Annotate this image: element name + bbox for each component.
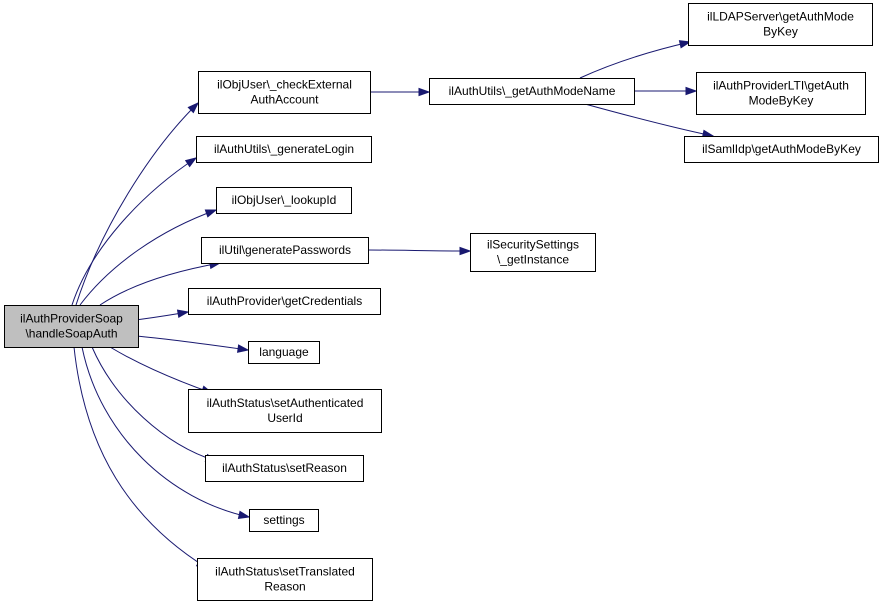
node-box (248, 341, 320, 364)
node-label-line: ilUtil\generatePasswords (219, 243, 351, 257)
node-label-line: UserId (267, 411, 302, 425)
node-label-line: ilAuthProviderSoap (20, 312, 123, 326)
edge-line (71, 157, 197, 306)
edge-getAuthModeName-to-ldapGetAuthMode (579, 40, 692, 79)
node-label-line: ilSecuritySettings (487, 238, 579, 252)
edge-line (579, 41, 691, 79)
node-language[interactable]: language (248, 341, 320, 364)
edge-line (79, 209, 217, 306)
node-samlGetAuthMode[interactable]: ilSamlIdp\getAuthModeByKey (684, 136, 879, 163)
edge-root-to-checkExternal (75, 101, 200, 306)
arrow-head (176, 309, 190, 319)
node-ltiGetAuthMode[interactable]: ilAuthProviderLTI\getAuthModeByKey (696, 72, 866, 115)
node-box (216, 187, 352, 214)
node-setReason[interactable]: ilAuthStatus\setReason (205, 455, 364, 482)
node-box (4, 305, 139, 348)
node-label-line: Reason (264, 580, 305, 594)
node-label-line: \handleSoapAuth (25, 327, 117, 341)
edge-root-to-getCredentials (135, 309, 190, 321)
arrow-head (237, 510, 251, 520)
node-label-line: ModeByKey (749, 94, 814, 108)
node-label-line: AuthAccount (250, 93, 319, 107)
node-getCredentials[interactable]: ilAuthProvider\getCredentials (188, 288, 381, 315)
node-label-line: ilAuthStatus\setTranslated (215, 565, 355, 579)
node-label-line: ilAuthUtils\_generateLogin (214, 142, 354, 156)
node-settings[interactable]: settings (249, 509, 319, 532)
node-label-line: ByKey (763, 25, 798, 39)
node-box (429, 78, 635, 105)
node-label-line: ilAuthUtils\_getAuthModeName (449, 84, 616, 98)
edge-line (81, 346, 250, 518)
node-box (249, 509, 319, 532)
edge-line (109, 346, 213, 394)
node-lookupId[interactable]: ilObjUser\_lookupId (216, 187, 352, 214)
arrow-head (685, 86, 698, 96)
node-box (188, 288, 381, 315)
node-getAuthModeName[interactable]: ilAuthUtils\_getAuthModeName (429, 78, 635, 105)
edge-line (75, 102, 199, 306)
node-ldapGetAuthMode[interactable]: ilLDAPServer\getAuthModeByKey (688, 3, 873, 46)
node-box (196, 136, 372, 163)
arrow-head (459, 246, 472, 256)
node-label-line: ilAuthStatus\setAuthenticated (207, 396, 364, 410)
node-box (197, 558, 373, 601)
node-box (696, 72, 866, 115)
node-generatePasswords[interactable]: ilUtil\generatePasswords (201, 237, 369, 264)
edges-layer (71, 40, 715, 569)
edge-root-to-generateLogin (71, 157, 198, 306)
node-box (201, 237, 369, 264)
node-box (205, 455, 364, 482)
edge-line (73, 346, 208, 569)
node-label-line: \_getInstance (497, 253, 569, 267)
node-label-line: language (259, 345, 309, 359)
edge-root-to-language (135, 335, 250, 353)
node-label-line: ilAuthProvider\getCredentials (207, 294, 362, 308)
edge-line (99, 262, 221, 306)
arrow-head (184, 157, 198, 168)
node-label-line: settings (263, 513, 304, 527)
edge-generatePasswords-to-securityGetInstance (367, 246, 472, 256)
edge-checkExternal-to-getAuthModeName (370, 87, 431, 97)
node-generateLogin[interactable]: ilAuthUtils\_generateLogin (196, 136, 372, 163)
node-label-line: ilAuthStatus\setReason (222, 461, 347, 475)
node-box (470, 233, 596, 272)
nodes-layer: ilAuthProviderSoap\handleSoapAuth ilObjUs… (4, 3, 879, 601)
edge-root-to-lookupId (79, 209, 218, 306)
node-label-line: ilObjUser\_checkExternal (217, 78, 352, 92)
edge-line (91, 346, 217, 462)
edge-line (367, 249, 471, 252)
node-securityGetInstance[interactable]: ilSecuritySettings\_getInstance (470, 233, 596, 272)
edge-line (584, 103, 714, 137)
edge-root-to-setTranslatedReason (73, 346, 209, 569)
node-label-line: ilSamlIdp\getAuthModeByKey (702, 142, 861, 156)
arrow-head (237, 344, 250, 353)
edge-line (135, 335, 249, 351)
edge-getAuthModeName-to-ltiGetAuthMode (634, 86, 698, 96)
edge-root-to-settings (81, 346, 251, 520)
edge-root-to-setAuthenticatedUserId (109, 346, 214, 394)
arrow-head (678, 40, 692, 49)
node-root[interactable]: ilAuthProviderSoap\handleSoapAuth (4, 305, 139, 348)
node-box (684, 136, 879, 163)
node-box (688, 3, 873, 46)
node-label-line: ilObjUser\_lookupId (232, 193, 337, 207)
arrow-head (418, 87, 431, 97)
node-label-line: ilAuthProviderLTI\getAuth (713, 79, 849, 93)
node-box (198, 71, 371, 114)
node-box (188, 389, 382, 433)
arrow-head (187, 101, 200, 114)
arrow-head (204, 209, 218, 218)
edge-getAuthModeName-to-samlGetAuthMode (584, 103, 715, 139)
node-label-line: ilLDAPServer\getAuthMode (707, 10, 854, 24)
